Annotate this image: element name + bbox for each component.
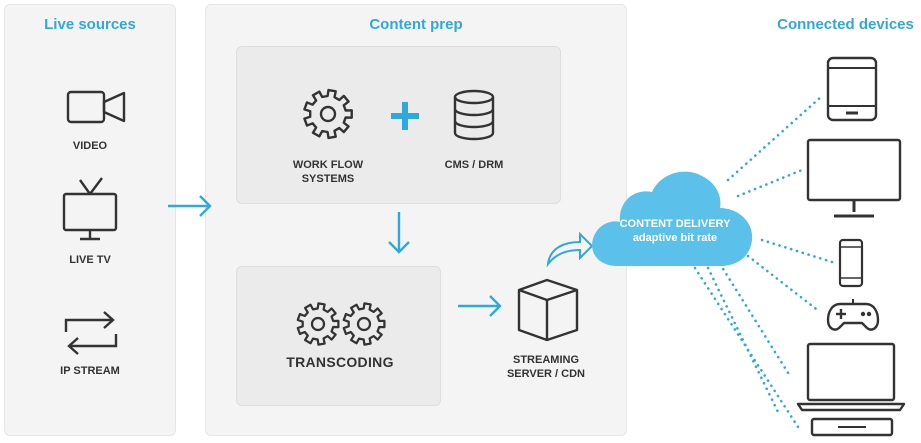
monitor-icon bbox=[806, 138, 902, 218]
connected-devices-heading: Connected devices bbox=[777, 16, 914, 33]
plus-icon bbox=[391, 102, 419, 130]
cms-drm-label: CMS / DRM bbox=[444, 159, 504, 171]
arrow-right-icon bbox=[168, 195, 212, 217]
content-prep-heading: Content prep bbox=[369, 16, 463, 33]
dotted-connection-3 bbox=[760, 238, 834, 264]
gear-icon bbox=[303, 88, 353, 140]
live-tv-label: LIVE TV bbox=[69, 254, 111, 266]
live-sources-panel bbox=[4, 4, 176, 436]
streaming-label-line2: SERVER / CDN bbox=[506, 368, 586, 380]
dotted-connection-7 bbox=[693, 266, 802, 432]
transcoding-gears-icon bbox=[296, 302, 386, 346]
transcoding-label: TRANSCODING bbox=[286, 354, 394, 370]
streaming-label-line1: STREAMING bbox=[513, 354, 579, 366]
video-camera-icon bbox=[66, 90, 126, 124]
database-icon bbox=[453, 89, 495, 141]
dotted-connection-5 bbox=[718, 262, 792, 378]
laptop-icon bbox=[796, 342, 906, 412]
curved-arrow-icon bbox=[546, 231, 594, 268]
workflow-label-line1: WORK FLOW bbox=[292, 159, 364, 171]
arrow-down-icon bbox=[388, 212, 410, 254]
transcoding-subpanel bbox=[236, 266, 441, 406]
set-top-box-icon bbox=[810, 417, 894, 437]
video-label: VIDEO bbox=[72, 140, 108, 152]
workflow-label-line2: SYSTEMS bbox=[301, 173, 355, 185]
cloud-label-line2: adaptive bit rate bbox=[632, 232, 718, 244]
arrow-right-icon-2 bbox=[458, 295, 502, 317]
live-sources-heading: Live sources bbox=[44, 16, 136, 33]
cloud-label-line1: CONTENT DELIVERY bbox=[619, 218, 731, 230]
dotted-connection-6 bbox=[706, 266, 780, 414]
dotted-connection-4 bbox=[746, 254, 822, 314]
server-cube-icon bbox=[517, 278, 579, 342]
live-tv-icon bbox=[62, 177, 118, 241]
workflow-subpanel bbox=[236, 46, 561, 204]
gamepad-icon bbox=[826, 299, 880, 331]
tablet-icon bbox=[826, 56, 878, 122]
ip-stream-label: IP STREAM bbox=[60, 365, 120, 377]
dotted-connection-2 bbox=[736, 168, 804, 198]
phone-icon bbox=[838, 238, 864, 288]
dotted-connection-1 bbox=[726, 94, 824, 182]
ip-stream-icon bbox=[64, 311, 118, 355]
cloud-icon bbox=[592, 171, 753, 266]
